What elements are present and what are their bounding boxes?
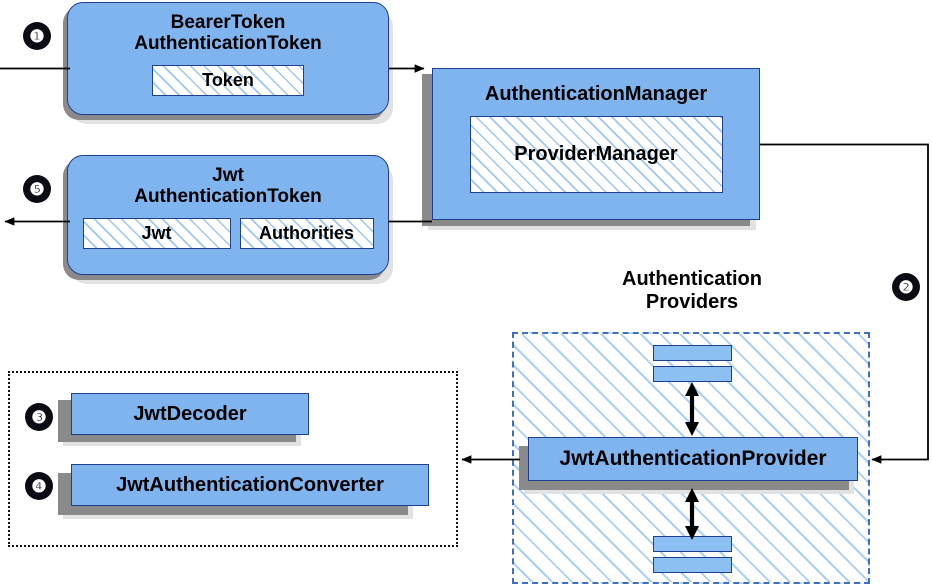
jwt-token-inner-jwt: Jwt (82, 217, 231, 249)
provider-stack-bar-bottom-1 (653, 536, 732, 552)
node-jwt-decoder[interactable]: JwtDecoder (71, 393, 309, 435)
provider-stack-bar-top-1 (653, 345, 732, 361)
jwt-token-title: Jwt AuthenticationToken (134, 165, 322, 208)
step-badge-2: ❷ (893, 274, 919, 300)
bearer-token-inner-token: Token (152, 64, 304, 96)
step-badge-3: ❸ (26, 404, 52, 430)
jwt-converter-title: JwtAuthenticationConverter (116, 473, 384, 496)
node-jwt-authentication-token[interactable]: Jwt AuthenticationToken Jwt Authorities (67, 155, 389, 275)
node-authentication-manager[interactable]: AuthenticationManager ProviderManager (432, 68, 760, 220)
authentication-manager-inner-provider-manager: ProviderManager (469, 116, 723, 194)
authentication-manager-title: AuthenticationManager (484, 83, 708, 105)
step-badge-1: ❶ (24, 23, 50, 49)
provider-stack-bar-top-2 (653, 366, 732, 382)
jwt-provider-title: JwtAuthenticationProvider (559, 447, 827, 471)
node-bearer-token-authentication-token[interactable]: BearerToken AuthenticationToken Token (67, 2, 389, 115)
authentication-providers-label: Authentication Providers (622, 268, 762, 313)
bearer-token-title: BearerToken AuthenticationToken (134, 12, 322, 55)
node-jwt-authentication-provider[interactable]: JwtAuthenticationProvider (528, 437, 858, 481)
node-jwt-authentication-converter[interactable]: JwtAuthenticationConverter (71, 464, 429, 506)
jwt-decoder-title: JwtDecoder (133, 402, 247, 425)
jwt-token-inner-authorities: Authorities (239, 217, 374, 249)
step-badge-5: ❺ (24, 176, 50, 202)
provider-stack-bar-bottom-2 (653, 557, 732, 573)
step-badge-4: ❹ (26, 473, 52, 499)
